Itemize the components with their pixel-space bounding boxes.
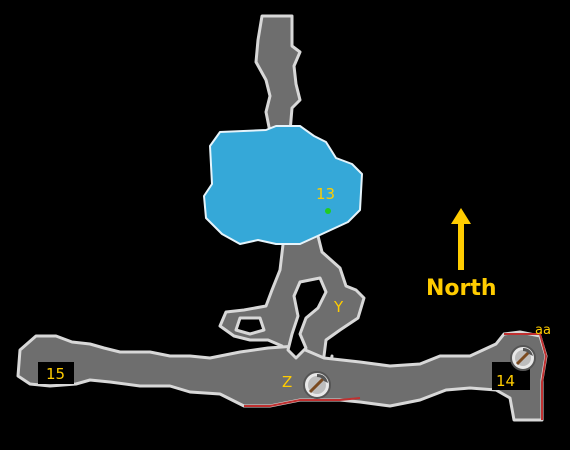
west-pocket	[234, 316, 266, 336]
marker-15: 15	[38, 362, 74, 384]
danger-edge-east	[504, 333, 548, 420]
marker-14-label: 14	[496, 372, 515, 390]
marker-15-label: 15	[46, 365, 65, 383]
marker-z-label: Z	[282, 373, 292, 391]
pickaxe-icon	[303, 371, 331, 399]
underground-lake	[203, 125, 363, 245]
danger-edges	[244, 333, 548, 420]
inner-rock	[286, 276, 328, 360]
north-corridor	[254, 14, 302, 134]
north-arrow-icon	[451, 208, 471, 270]
pickaxe-icon	[510, 345, 536, 371]
cave-passages	[16, 14, 548, 422]
marker-aa-label: aa	[535, 323, 551, 338]
marker-y-label: Y	[333, 298, 344, 316]
marker-13-label: 13	[316, 185, 335, 203]
north-label: North	[426, 276, 497, 301]
point-marker-13	[325, 208, 331, 214]
danger-edge-south	[244, 397, 361, 407]
